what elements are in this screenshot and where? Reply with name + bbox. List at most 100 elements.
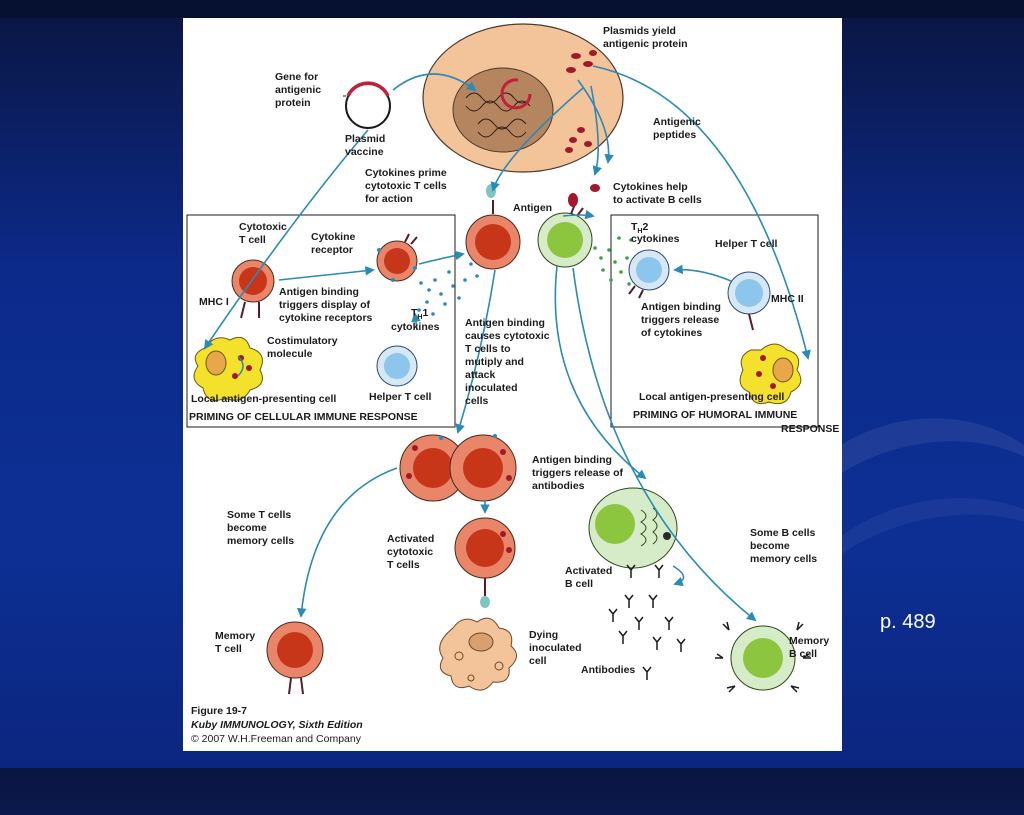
label-gene-for-2: antigenic (275, 84, 321, 96)
label-ab-causes-4: mutiply and (465, 356, 524, 368)
activated-cytotoxic-t-cell (454, 517, 516, 608)
label-activated-b-1: Activated (565, 565, 612, 577)
label-priming-humoral-1: PRIMING OF HUMORAL IMMUNE (633, 409, 797, 421)
label-ab-release-ab-2: triggers release of (532, 467, 624, 479)
label-ab-causes-1: Antigen binding (465, 317, 545, 329)
label-ab-causes-7: cells (465, 395, 489, 407)
top-band (0, 0, 1024, 18)
label-dying-1: Dying (529, 629, 558, 641)
label-memory-b-1: Memory (789, 635, 829, 647)
label-costimulatory-1: Costimulatory (267, 335, 338, 347)
label-cytotoxic-t-2: T cell (239, 234, 266, 246)
apc-left (193, 336, 263, 401)
humoral-panel-box (610, 214, 819, 428)
label-dying-2: inoculated (529, 642, 582, 654)
label-ab-display-3: cytokine receptors (279, 312, 373, 324)
plasmid-vaccine (343, 81, 391, 129)
primed-cytotoxic-cell (376, 233, 418, 282)
label-memory-t-2: T cell (215, 643, 242, 655)
text-labels: Plasmids yield antigenic protein Gene fo… (189, 25, 839, 745)
activated-b-cell (588, 487, 678, 569)
label-ab-causes-6: inoculated (465, 382, 518, 394)
label-some-t-2: become (227, 522, 267, 534)
label-cytokines-prime-1: Cytokines prime (365, 167, 447, 179)
label-antigenic-peptides-2: peptides (653, 129, 696, 141)
label-th2: TH2 (631, 221, 648, 235)
label-cytokines-help-1: Cytokines help (613, 181, 688, 193)
label-activated-cyto-2: cytotoxic (387, 546, 433, 558)
label-plasmid-vaccine-1: Plasmid (345, 133, 385, 145)
label-ab-causes-2: causes cytotoxic (465, 330, 550, 342)
helper-t-cell-right-primed (628, 249, 670, 299)
label-activated-b-2: B cell (565, 578, 593, 590)
label-costimulatory-2: molecule (267, 348, 313, 360)
label-helper-t-right: Helper T cell (715, 238, 778, 250)
caption-copyright: © 2007 W.H.Freeman and Company (191, 733, 362, 745)
central-cytotoxic-t-cell (465, 184, 521, 270)
label-ab-release-cyt-3: of cytokines (641, 327, 702, 339)
label-plasmids-yield-1: Plasmids yield (603, 25, 676, 37)
label-gene-for-1: Gene for (275, 71, 318, 83)
label-cytokine-receptor-1: Cytokine (311, 231, 356, 243)
label-mhc-ii: MHC II (771, 293, 804, 305)
label-ab-release-cyt-1: Antigen binding (641, 301, 721, 313)
helper-t-cell-right (727, 271, 771, 331)
cytotoxic-t-cell-left (231, 259, 275, 319)
label-ab-causes-3: T cells to (465, 343, 511, 355)
helper-t-cell-left (376, 345, 418, 387)
label-antibodies: Antibodies (581, 664, 635, 676)
label-ab-causes-5: attack (465, 369, 496, 381)
label-apc-right: Local antigen-presenting cell (639, 391, 784, 403)
label-priming-humoral-2: RESPONSE (781, 423, 839, 435)
label-cytokines-prime-3: for action (365, 193, 413, 205)
label-ab-release-ab-3: antibodies (532, 480, 585, 492)
label-memory-t-1: Memory (215, 630, 255, 642)
label-cytokines-help-2: to activate B cells (613, 194, 702, 206)
caption-figure-num: Figure 19-7 (191, 705, 247, 717)
label-mhc-i: MHC I (199, 296, 229, 308)
apc-right (739, 343, 802, 405)
antibody-glyphs (608, 564, 686, 680)
label-some-b-3: memory cells (750, 553, 817, 565)
caption-book: Kuby IMMUNOLOGY, Sixth Edition (191, 719, 363, 731)
label-ab-release-ab-1: Antigen binding (532, 454, 612, 466)
label-priming-cellular: PRIMING OF CELLULAR IMMUNE RESPONSE (189, 411, 418, 423)
cellular-panel-box (186, 214, 456, 428)
label-antigenic-peptides-1: Antigenic (653, 116, 701, 128)
label-cytotoxic-t-1: Cytotoxic (239, 221, 287, 233)
label-gene-for-3: protein (275, 97, 311, 109)
label-ab-display-1: Antigen binding (279, 286, 359, 298)
immunology-figure: Plasmids yield antigenic protein Gene fo… (183, 18, 842, 751)
label-th1: TH1 (411, 307, 428, 321)
dying-inoculated-cell (439, 617, 517, 691)
label-th2-cytokines: cytokines (631, 233, 680, 245)
label-th1-cytokines: cytokines (391, 321, 440, 333)
label-activated-cyto-3: T cells (387, 559, 420, 571)
label-some-t-3: memory cells (227, 535, 294, 547)
label-plasmids-yield-2: antigenic protein (603, 38, 688, 50)
label-helper-t-left: Helper T cell (369, 391, 432, 403)
label-memory-b-2: B cell (789, 648, 817, 660)
label-cytokines-prime-2: cytotoxic T cells (365, 180, 447, 192)
flow-arrows (203, 65, 811, 622)
label-plasmid-vaccine-2: vaccine (345, 146, 384, 158)
central-b-cell (537, 184, 600, 268)
label-apc-left: Local antigen-presenting cell (191, 393, 336, 405)
label-antigen: Antigen (513, 202, 552, 214)
label-dying-3: cell (529, 655, 547, 667)
label-activated-cyto-1: Activated (387, 533, 434, 545)
figure-svg: Plasmids yield antigenic protein Gene fo… (186, 23, 839, 745)
page-reference: p. 489 (880, 611, 936, 633)
protein-blobs (565, 50, 597, 153)
memory-t-cell (266, 621, 324, 695)
th1-cytokine-dots (417, 262, 479, 316)
label-some-b-2: become (750, 540, 790, 552)
inoculated-cell (422, 23, 624, 173)
label-ab-display-2: triggers display of (279, 299, 371, 311)
label-some-t-1: Some T cells (227, 509, 291, 521)
memory-b-cell (715, 621, 811, 693)
label-some-b-1: Some B cells (750, 527, 816, 539)
dividing-t-cells (399, 434, 517, 502)
label-cytokine-receptor-2: receptor (311, 244, 353, 256)
label-ab-release-cyt-2: triggers release (641, 314, 719, 326)
